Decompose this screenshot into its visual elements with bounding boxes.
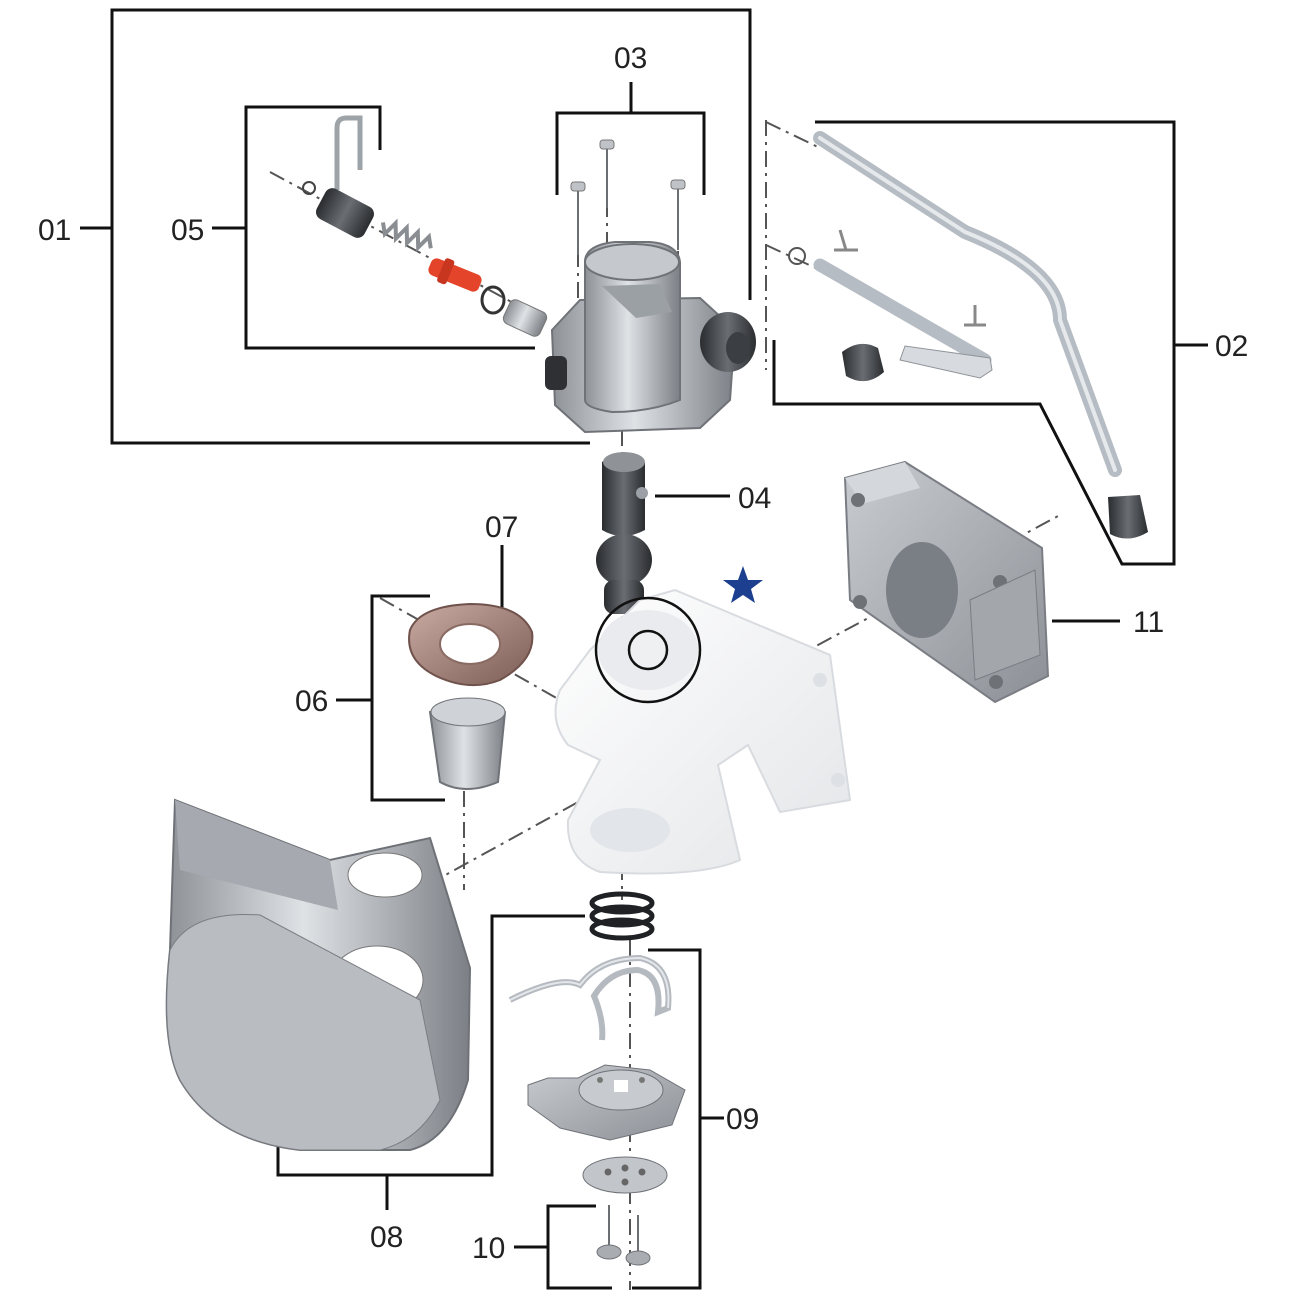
- mounting-flange-11: [843, 460, 1050, 704]
- label-03: 03: [614, 42, 647, 75]
- wave-washer-07: [408, 602, 534, 687]
- label-04: 04: [738, 482, 771, 515]
- wire-spring-09: [508, 954, 672, 1041]
- washer-plate-10: [582, 1156, 668, 1194]
- base-plate-09: [527, 1064, 686, 1141]
- side-latch-button: [545, 356, 567, 390]
- label-11: 11: [1133, 606, 1164, 639]
- small-ring: [302, 181, 316, 195]
- coupling-pin-04: [596, 452, 652, 614]
- black-knob: [700, 312, 756, 372]
- screws-03: [570, 139, 686, 255]
- pin-bushing: [502, 299, 548, 337]
- bolt: [596, 1205, 622, 1260]
- label-06: 06: [295, 685, 328, 718]
- short-handle-grip: [842, 343, 884, 382]
- red-pin: [428, 258, 482, 292]
- screw: [670, 179, 686, 250]
- split-pin: [964, 305, 986, 327]
- handle-assembly-02: [788, 131, 1148, 539]
- spring-pin-assembly: [302, 115, 548, 337]
- label-01: 01: [38, 214, 71, 247]
- bolt: [625, 1215, 651, 1266]
- bracket-01: [80, 8, 752, 445]
- small-ring: [788, 247, 806, 265]
- label-10: 10: [472, 1232, 505, 1265]
- screw: [599, 139, 615, 208]
- split-pin: [834, 229, 858, 252]
- spring-coil: [589, 891, 655, 941]
- compression-spring: [380, 218, 433, 253]
- black-collar: [315, 188, 375, 238]
- handle-grip: [1108, 495, 1148, 539]
- wire-clip: [334, 115, 363, 190]
- label-02: 02: [1215, 330, 1248, 363]
- screw: [570, 181, 586, 255]
- o-ring: [480, 285, 506, 315]
- bracket-02: [772, 120, 1208, 566]
- short-handle-rod: [813, 258, 992, 367]
- cover-plate-08: [165, 798, 472, 1151]
- bushing-06: [428, 697, 507, 790]
- bracket-06: [336, 594, 445, 802]
- label-09: 09: [726, 1103, 759, 1136]
- coupling-head: [545, 241, 756, 434]
- bracket-09: [632, 948, 724, 1290]
- bolts-10: [596, 1205, 651, 1266]
- long-handle-rod: [813, 131, 1122, 477]
- bracket-05: [212, 105, 535, 350]
- part-labels: 01 02 03 04 05 06 07 08 09 10 11: [38, 42, 1248, 1265]
- bracket-10: [514, 1204, 612, 1290]
- label-08: 08: [370, 1221, 403, 1254]
- detail-circle: [594, 596, 702, 704]
- star-icon: [723, 566, 763, 603]
- label-07: 07: [485, 511, 518, 544]
- label-05: 05: [171, 214, 204, 247]
- bracket-03: [555, 82, 706, 195]
